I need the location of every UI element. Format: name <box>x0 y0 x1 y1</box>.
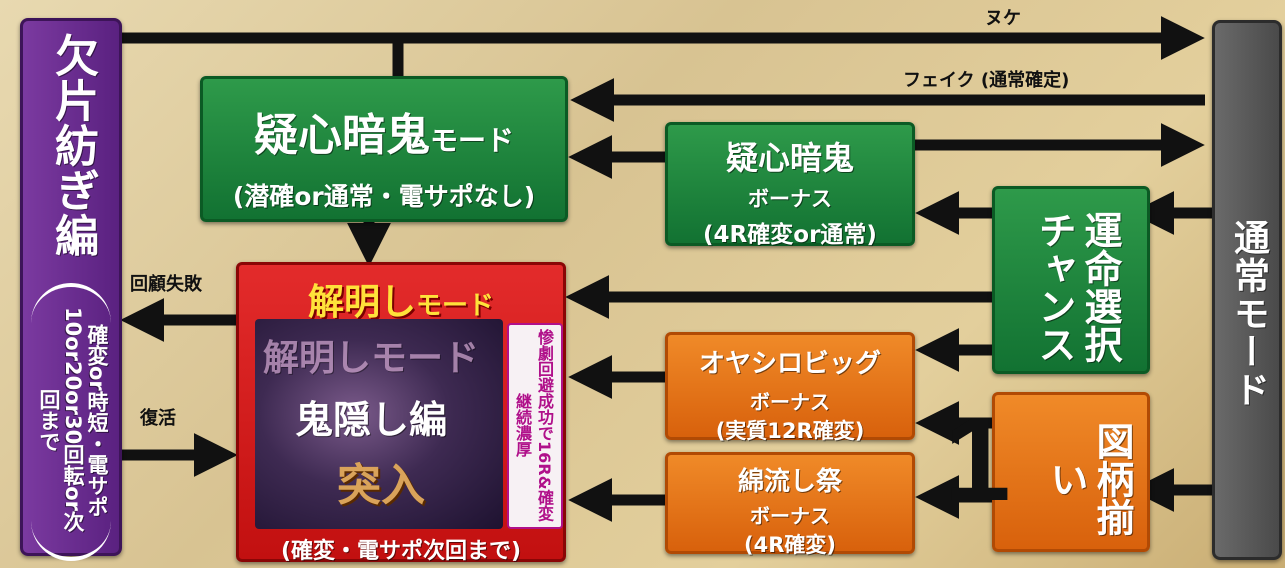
right-panel-normal-mode: 通常モード <box>1212 20 1282 560</box>
watanagashi-bonus-box: 綿流し祭 ボーナス (4R確変) <box>665 452 915 557</box>
giwaku-bonus-sub1: ボーナス <box>748 187 832 211</box>
kaimei-side-text: 惨劇回避成功で16R&確変継続濃厚 <box>513 328 554 522</box>
watanagashi-bonus-sub1: ボーナス <box>750 504 830 528</box>
left-panel-condition: 確変or時短・電サポ10or20or30回転or次回まで <box>37 307 109 533</box>
giwaku-bonus-box: 疑心暗鬼 ボーナス (4R確変or通常) <box>665 122 915 248</box>
normal-mode-title: 通常モード <box>1228 219 1269 409</box>
kaimei-mode-box: 解明しモード 解明しモード 鬼隠し編 突入 惨劇回避成功で16R&確変継続濃厚 … <box>236 262 566 564</box>
oyashiro-bonus-box: オヤシロビッグ ボーナス (実質12R確変) <box>665 332 915 443</box>
label-one: 1 <box>944 392 1011 526</box>
giwaku-mode-heading: 疑心暗鬼モード <box>203 99 565 163</box>
left-panel-bracket <box>31 283 111 561</box>
oyashiro-bonus-title: オヤシロビッグ <box>698 349 881 379</box>
label-fukkatsu: 復活 <box>140 408 176 429</box>
zugara-box: 図柄揃い <box>992 392 1150 552</box>
kaimei-mode-note: (確変・電サポ次回まで) <box>280 539 522 564</box>
giwaku-bonus-sub2: (4R確変or通常) <box>703 222 877 248</box>
kaimei-side-note: 惨劇回避成功で16R&確変継続濃厚 <box>507 323 563 529</box>
oyashiro-bonus-sub2: (実質12R確変) <box>715 419 865 443</box>
kaimei-image-line2: 鬼隠し編 <box>295 398 448 442</box>
unmei-chance-label: 運命選択チャンス <box>1032 211 1122 363</box>
kaimei-mode-title: 解明し <box>307 282 416 323</box>
giwaku-mode-title: 疑心暗鬼 <box>253 110 430 161</box>
oyashiro-bonus-sub1: ボーナス <box>750 390 830 414</box>
giwaku-mode-box: 疑心暗鬼モード (潜確or通常・電サポなし) <box>200 76 568 222</box>
label-fake: フェイク (通常確定) <box>903 70 1070 91</box>
watanagashi-bonus-sub2: (4R確変) <box>744 533 836 557</box>
giwaku-mode-sub: (潜確or通常・電サポなし) <box>232 182 536 211</box>
unmei-chance-box: 運命選択チャンス <box>992 186 1150 374</box>
giwaku-mode-suffix: モード <box>429 124 514 157</box>
label-kaiko-fail: 回顧失敗 <box>130 274 202 295</box>
watanagashi-bonus-title: 綿流し祭 <box>737 467 842 497</box>
kaimei-mode-heading: 解明しモード <box>239 273 563 325</box>
left-panel-kakera: 欠片紡ぎ編 確変or時短・電サポ10or20or30回転or次回まで <box>20 18 122 561</box>
label-nuke: ヌケ <box>985 8 1021 29</box>
kaimei-image-line3: 突入 <box>337 460 425 511</box>
kaimei-image: 解明しモード 鬼隠し編 突入 <box>255 319 503 529</box>
kaimei-image-line1: 解明しモード <box>263 338 480 379</box>
kaimei-mode-suffix: モード <box>416 291 495 321</box>
zugara-label: 図柄揃い <box>1044 422 1134 536</box>
giwaku-bonus-title: 疑心暗鬼 <box>725 139 854 177</box>
left-panel-title: 欠片紡ぎ編 <box>47 33 98 258</box>
